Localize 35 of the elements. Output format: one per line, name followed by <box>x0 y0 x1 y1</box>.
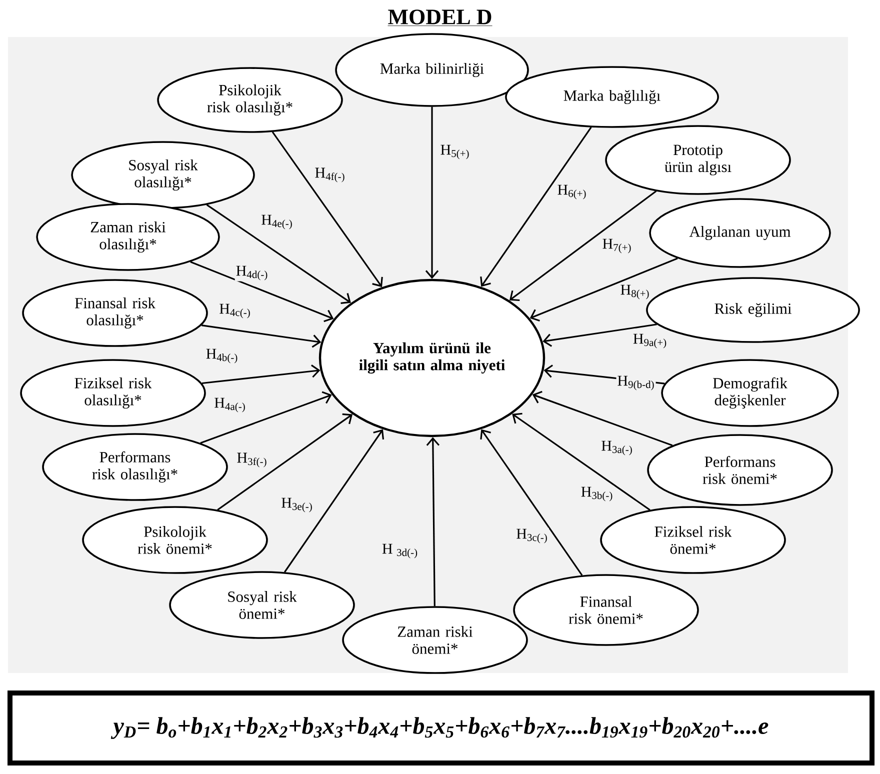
arrow <box>480 126 592 287</box>
edge-label: H$_{4a(-)}$ <box>213 396 247 414</box>
edge-label: H$_{3c(-)}$ <box>515 528 549 544</box>
node-label: Risk eğilimi <box>714 302 792 318</box>
arrow <box>201 324 322 348</box>
edge-label: H$_{4e(-)}$ <box>260 214 294 230</box>
edge-label: H$_{9(b-d)}$ <box>616 374 656 392</box>
arrow <box>426 437 440 606</box>
arrow <box>530 258 678 322</box>
edge-label: H$_{4c(-)}$ <box>218 302 252 320</box>
title: MODEL D <box>388 10 492 26</box>
arrow <box>202 364 320 384</box>
edge-label: H$_{3a(-)}$ <box>600 440 634 456</box>
arrow <box>217 413 353 511</box>
edge-label: H$_{7(+)}$ <box>601 238 633 254</box>
edge-label: H$_{3f(-)}$ <box>236 452 268 468</box>
arrow <box>480 429 583 576</box>
edge-label: H$_{6(+)}$ <box>556 184 588 200</box>
arrow <box>425 106 439 279</box>
arrow <box>542 324 657 347</box>
arrow <box>532 390 673 446</box>
arrow <box>190 261 334 322</box>
edge-label: H$_{4b(-)}$ <box>204 348 240 364</box>
arrow <box>284 429 384 573</box>
edge-label: H$_{3b(-)}$ <box>580 486 614 502</box>
edge-label: H$_{4d(-)}$ <box>234 264 270 282</box>
equation-box: y$_{D}$= b$_{o}$+b$_{1}$x$_{1}$+b$_{2}$x$_{2}$+b$_{3}$x$_{3}$+b$_{4}$x$_{4}$+b$_{5}$x$_{5}$+b$_{6}$x$_{6}$+b$_{7}$x$_{7}$....b$_{19}$x$_{19}$+b$_{20}$x$_{20}$+....e <box>8 690 874 766</box>
edge-label: H$_{3e(-)}$ <box>280 496 314 514</box>
arrow <box>272 131 383 288</box>
edge-label: H$_{5(+)}$ <box>439 144 471 160</box>
edge-label: H$_{4f(-)}$ <box>314 166 346 184</box>
arrow <box>512 412 650 511</box>
edge-label: H $_{3d(-)}$ <box>380 542 420 560</box>
arrow <box>200 391 332 444</box>
arrow <box>509 190 657 302</box>
